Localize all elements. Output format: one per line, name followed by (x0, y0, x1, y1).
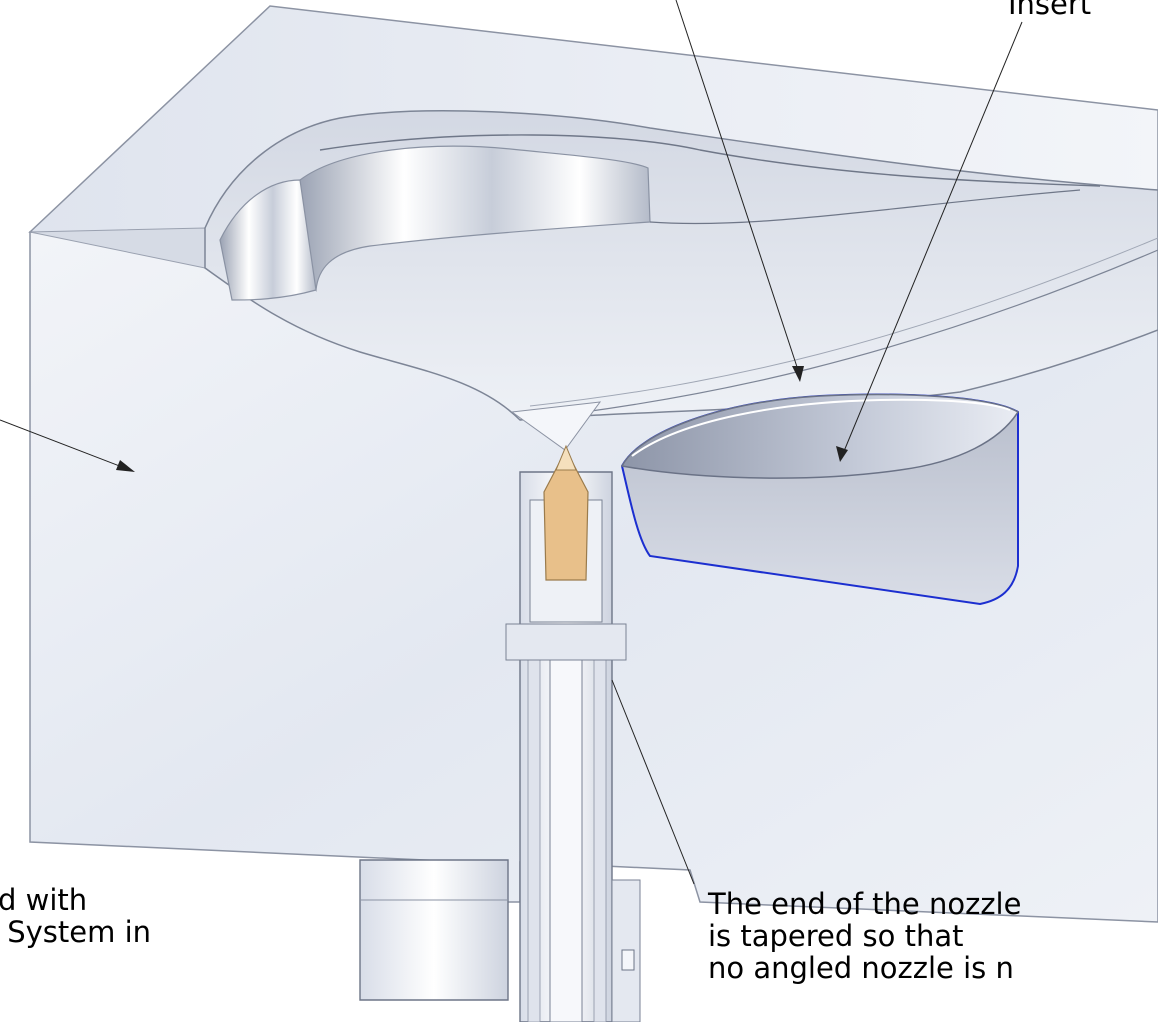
arrow-head-block (116, 460, 135, 472)
insert-rim (631, 398, 1011, 457)
left-callout-line-1: d with (0, 883, 88, 917)
nozzle-callout-label: The end of the nozzle is tapered so that… (708, 888, 1021, 984)
leader-insert (841, 21, 1023, 457)
hot-runner-nozzle (359, 471, 641, 1022)
leader-lines (0, 0, 1023, 885)
nozzle-tip-point (555, 444, 577, 471)
left-callout-line-2: System in (0, 915, 152, 949)
cavity-floor-line (519, 249, 1158, 421)
cavity-rim-line-inner (649, 189, 1081, 225)
nozzle-callout-line-1: The end of the nozzle (708, 887, 1022, 921)
cavity-floor-line-2 (529, 237, 1158, 407)
nozzle-callout-line-2: is tapered so that (708, 919, 964, 953)
arrow-head-insert (836, 446, 848, 462)
arrow-head-cavity (792, 366, 804, 382)
nozzle-callout-line-3: no angled nozzle is n (708, 951, 1014, 985)
cavity-rim-line (319, 134, 1101, 187)
gate-wedge (510, 401, 602, 451)
cavity-left-wall (219, 179, 317, 301)
insert-label: Insert (1008, 0, 1092, 21)
insert-top-face (620, 393, 1020, 479)
leader-block (0, 419, 131, 471)
leader-cavity (675, 0, 801, 377)
leader-nozzle (611, 679, 695, 885)
left-callout-label: d with System in (0, 884, 151, 948)
